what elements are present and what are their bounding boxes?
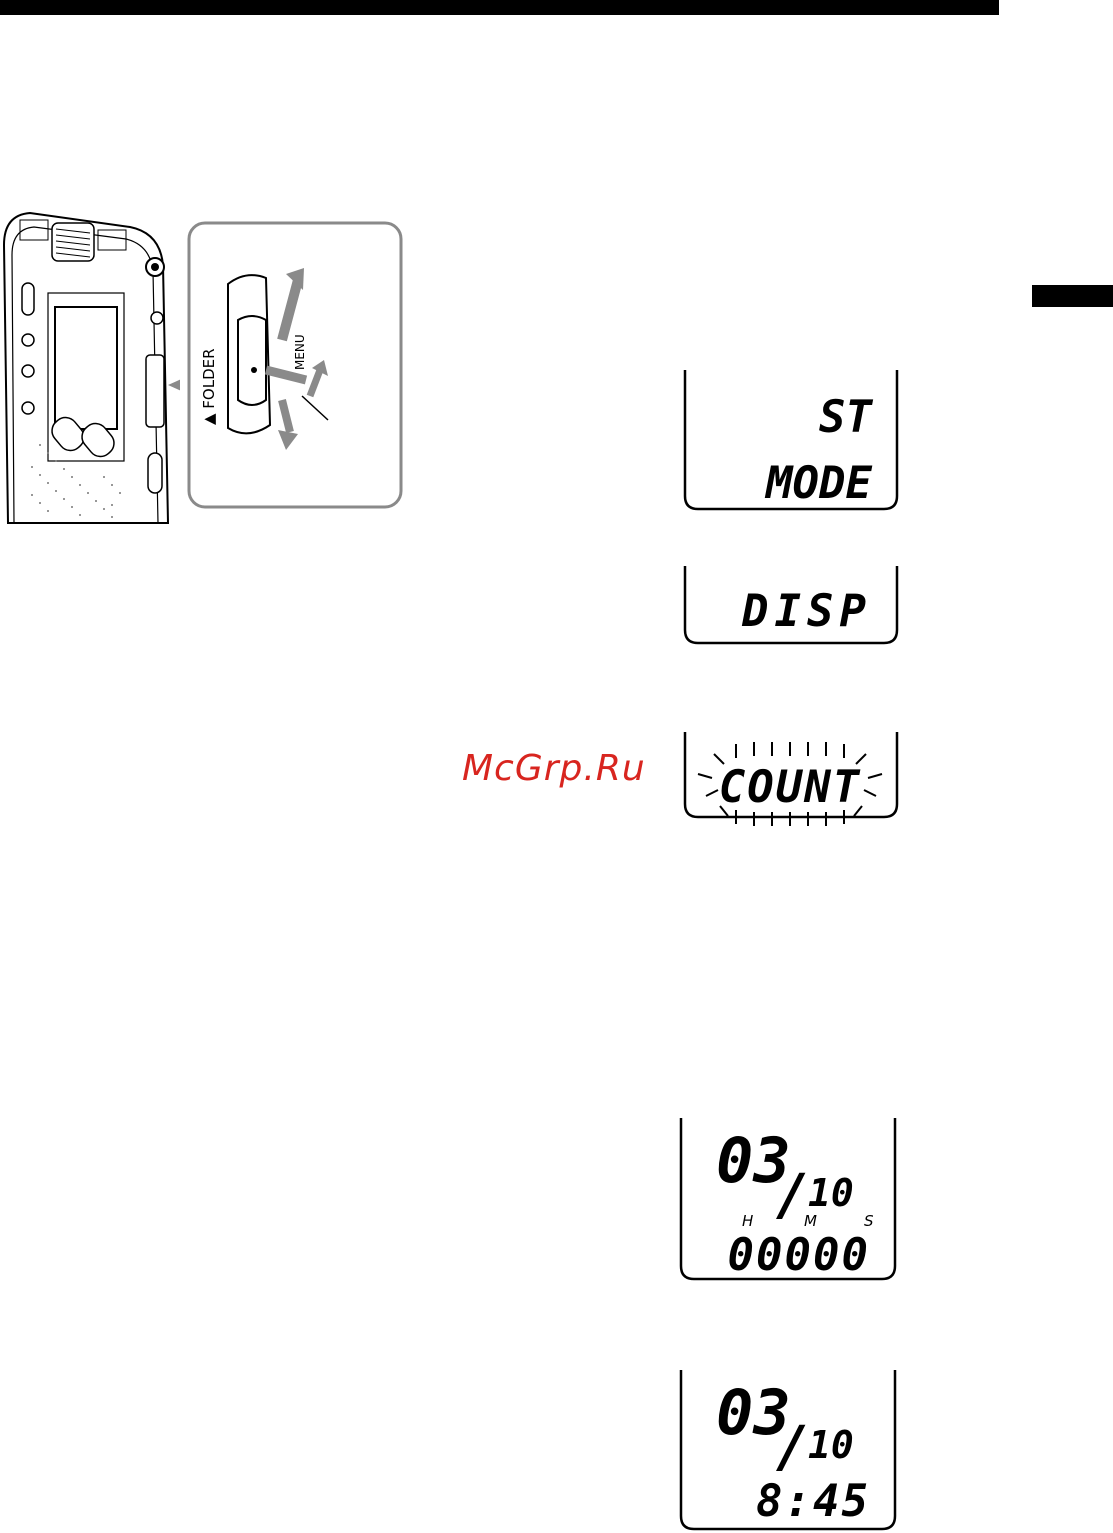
unit-second: S bbox=[864, 1212, 874, 1230]
lcd-clock-time: 8:45 bbox=[756, 1476, 870, 1527]
lcd-display-counter: 03 / 10 H M S 00000 bbox=[680, 1118, 896, 1283]
header-bar bbox=[0, 0, 999, 15]
ic-recorder-illustration bbox=[0, 205, 180, 525]
watermark: McGrp.Ru bbox=[462, 748, 646, 789]
lcd-line1: COUNT bbox=[719, 762, 861, 813]
lcd-display-st-mode: ST MODE bbox=[684, 370, 898, 512]
unit-hour: H bbox=[742, 1212, 753, 1230]
lcd-line1: ST bbox=[819, 392, 873, 443]
jog-lever-closeup: ▲ FOLDER MENU bbox=[186, 220, 404, 510]
lcd-line1: DISP bbox=[741, 586, 872, 637]
folder-label: ▲ FOLDER bbox=[200, 348, 218, 425]
hold-switch bbox=[22, 283, 34, 315]
lcd-slash: / bbox=[776, 1415, 810, 1480]
lcd-counter: 00000 bbox=[728, 1230, 870, 1281]
jog-lever bbox=[146, 355, 164, 427]
callout-pointer bbox=[168, 377, 180, 393]
section-tab bbox=[1032, 285, 1113, 307]
unit-minute: M bbox=[804, 1212, 817, 1230]
lcd-line2: MODE bbox=[764, 458, 872, 509]
lcd-display-time: 03 / 10 8:45 bbox=[680, 1370, 896, 1532]
lcd-file-number: 10 bbox=[808, 1423, 854, 1467]
lcd-window bbox=[55, 307, 117, 429]
lcd-file-number: 10 bbox=[808, 1171, 854, 1215]
lcd-display-disp: DISP bbox=[684, 566, 898, 646]
lcd-display-count: COUNT bbox=[684, 732, 898, 832]
menu-label: MENU bbox=[293, 334, 307, 370]
